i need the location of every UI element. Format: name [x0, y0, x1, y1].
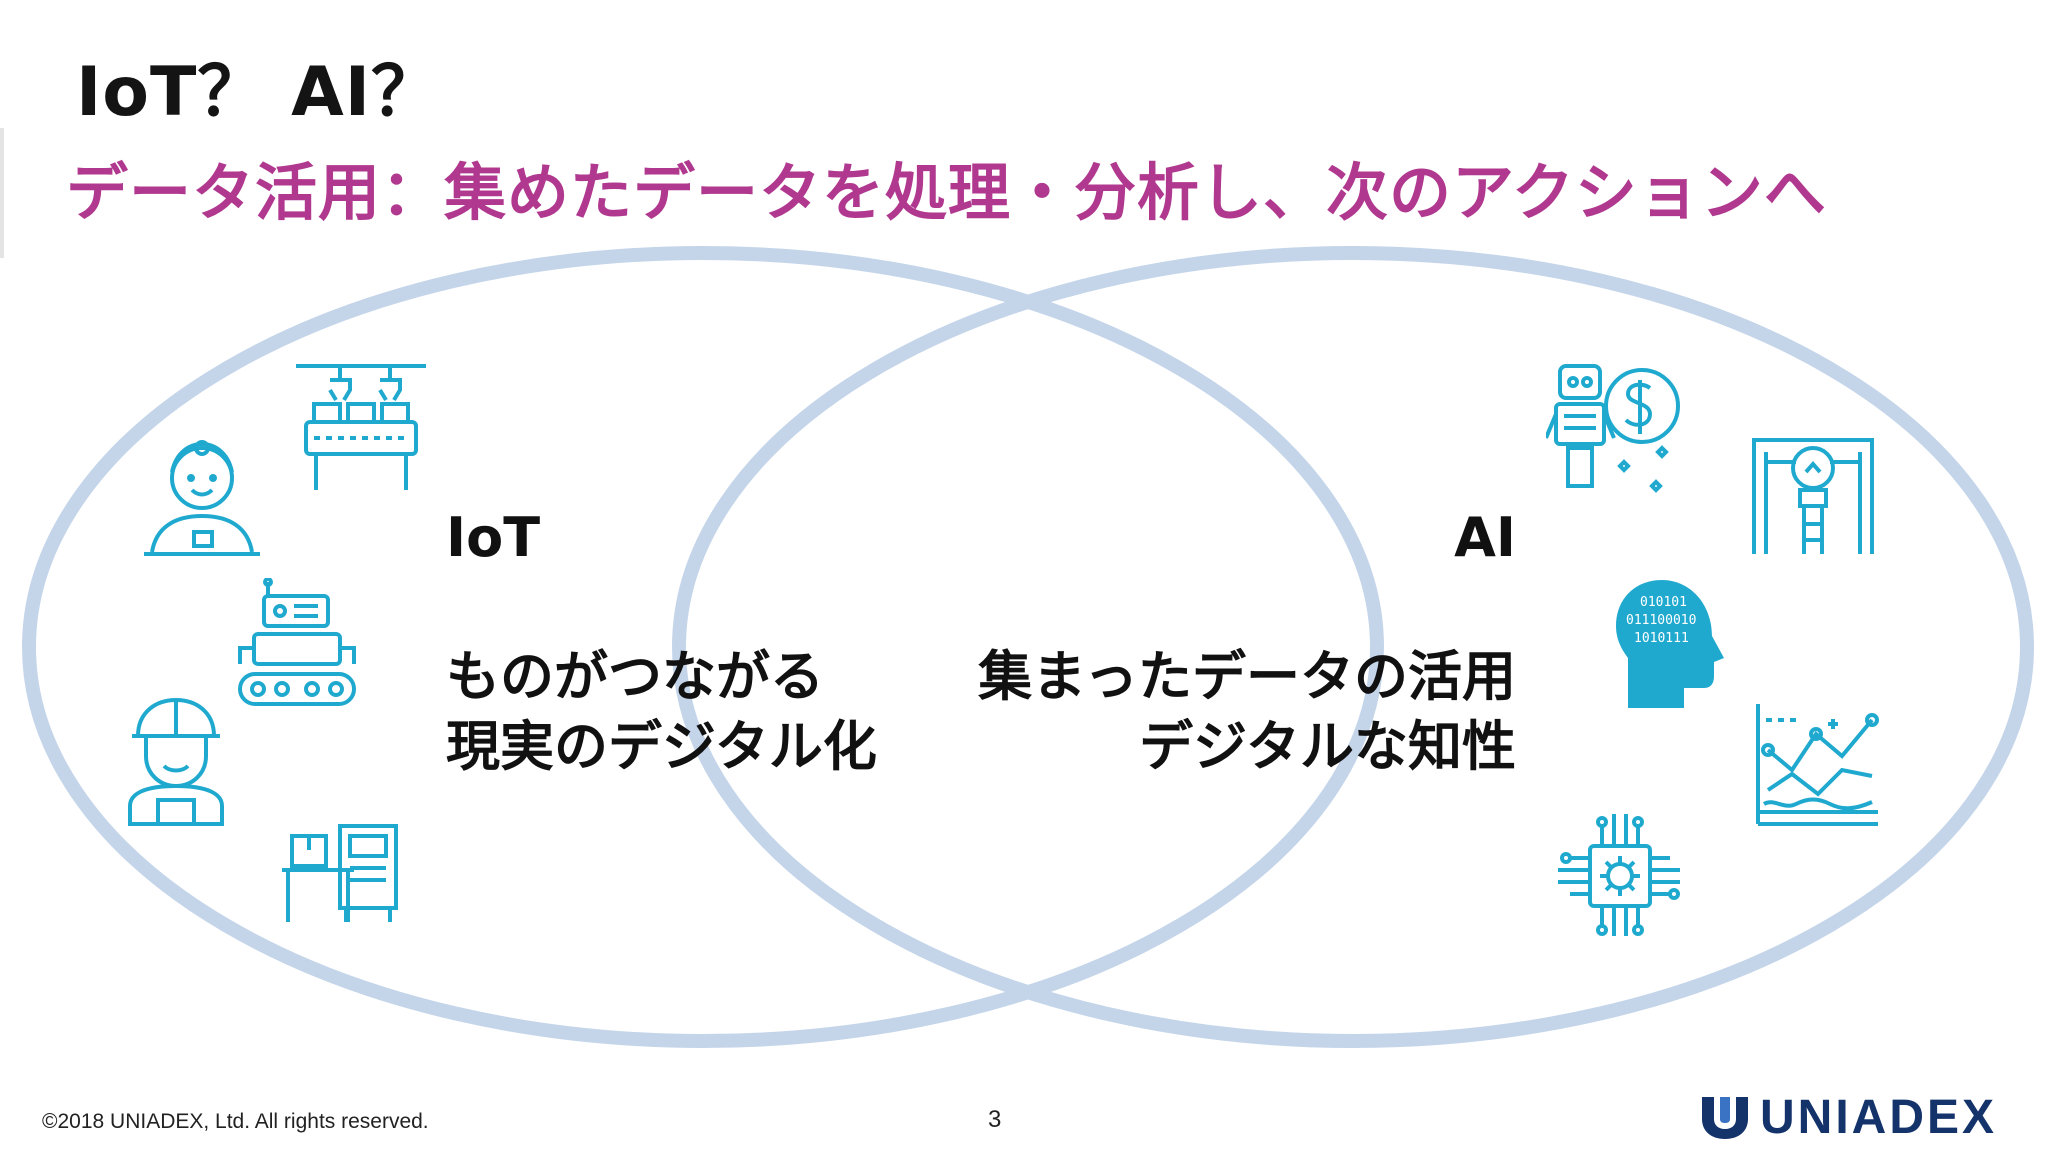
worker-helmet-icon: [128, 697, 224, 826]
ai-description: 集まったデータの活用 デジタルな知性: [978, 642, 1516, 782]
ai-brain-icon: 010101 011100010 1010111: [1616, 580, 1724, 708]
copyright-text: ©2018 UNIADEX, Ltd. All rights reserved.: [42, 1110, 429, 1133]
ai-circle: [672, 246, 2034, 1048]
iot-circle: [22, 246, 1384, 1048]
svg-text:010101: 010101: [1640, 595, 1687, 610]
left-accent-bar: [0, 128, 4, 258]
iot-heading: IoT: [446, 506, 541, 569]
uniadex-mark-icon: [1702, 1097, 1748, 1139]
page-number: 3: [988, 1106, 1002, 1133]
slide-subtitle: データ活用：集めたデータを処理・分析し、次のアクションへ: [66, 156, 1827, 229]
assembly-line-icon: [296, 364, 426, 490]
workstation-icon: [282, 824, 398, 922]
svg-text:011100010: 011100010: [1626, 613, 1696, 628]
iot-line-1: ものがつながる: [446, 645, 824, 708]
ai-line-1: 集まったデータの活用: [978, 645, 1516, 708]
robot-finance-icon: [1546, 364, 1680, 493]
technician-icon: [144, 440, 260, 556]
brand-name: UNIADEX: [1760, 1090, 1998, 1144]
brand-logo: UNIADEX: [1700, 1090, 1998, 1144]
iot-line-2: 現実のデジタル化: [446, 715, 877, 778]
slide-title: IoT？ AI？: [76, 53, 441, 132]
cpu-chip-icon: [1558, 814, 1680, 936]
robotic-arm-icon: [1752, 438, 1874, 554]
ai-heading: AI: [1454, 506, 1516, 569]
analytics-chart-icon: [1756, 704, 1879, 826]
iot-description: ものがつながる 現実のデジタル化: [446, 642, 877, 782]
svg-text:1010111: 1010111: [1634, 631, 1689, 646]
ai-line-2: デジタルな知性: [1139, 715, 1516, 778]
robot-vehicle-icon: [238, 578, 356, 706]
